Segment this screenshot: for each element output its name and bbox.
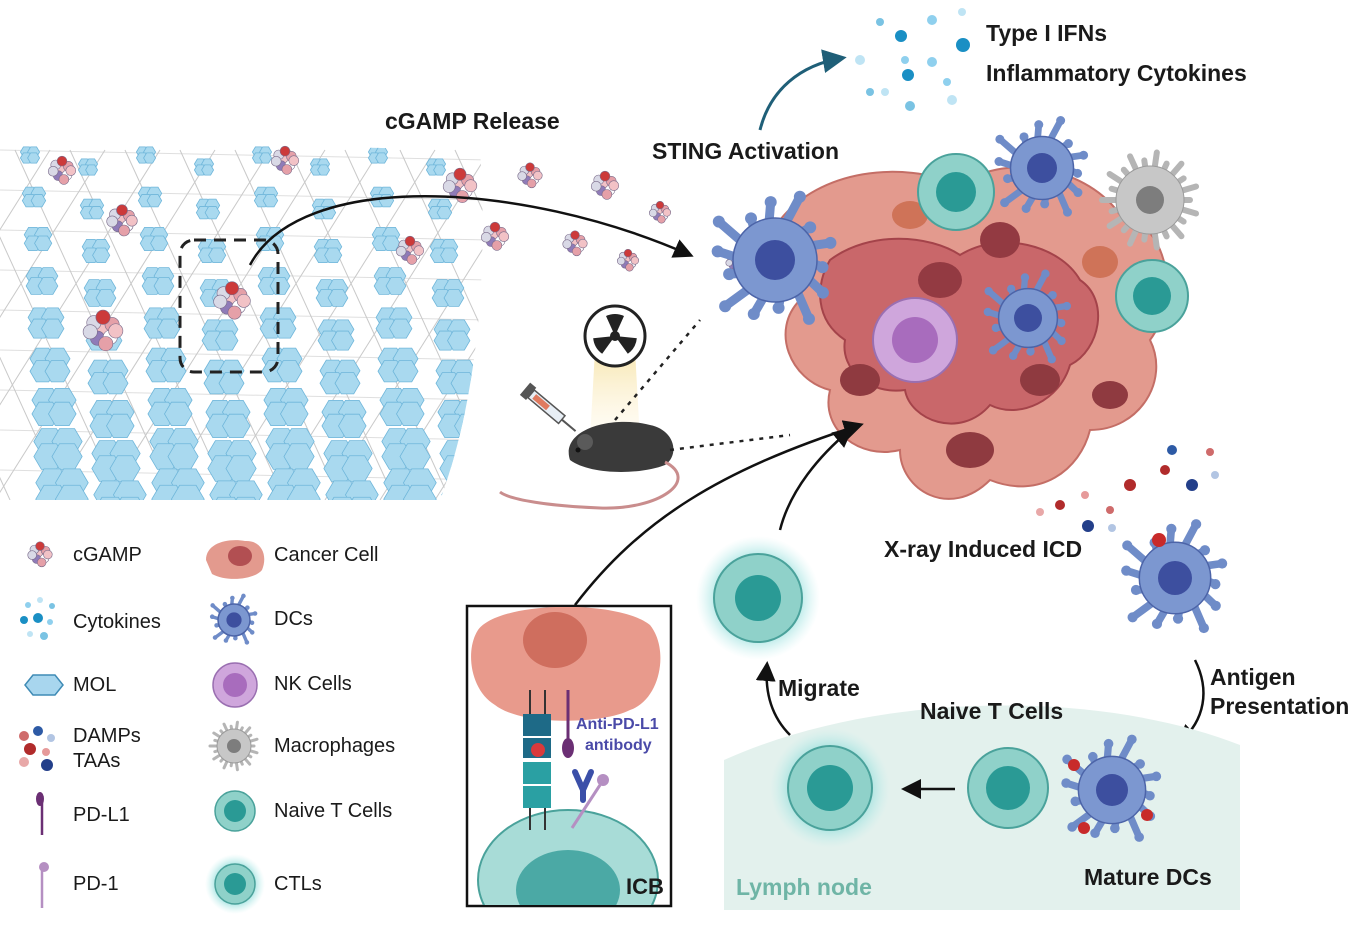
lymph-node-label: Lymph node	[736, 874, 872, 900]
icb-to-tumor-arrow	[574, 420, 864, 606]
mature-dcs-label: Mature DCs	[1084, 864, 1212, 890]
mol-lattice	[0, 145, 510, 500]
legend-label-cgamp: cGAMP	[73, 544, 142, 566]
legend-label-cytokines: Cytokines	[73, 611, 161, 633]
cgamp-release-label: cGAMP Release	[385, 108, 560, 134]
dc-cell	[1121, 519, 1228, 634]
sting-activation-arrow	[758, 49, 847, 131]
tumor-macrophage	[1099, 149, 1200, 251]
radiation-icon	[583, 304, 647, 368]
xray-icd-label: X-ray Induced ICD	[884, 536, 1083, 562]
legend-dc-icon	[209, 593, 258, 645]
sting-activation-label: STING Activation	[652, 138, 839, 164]
legend-ctl-icon	[205, 854, 265, 914]
type1-ifns-label: Type I IFNs	[986, 20, 1107, 46]
tumor-dc-top	[994, 116, 1089, 217]
migrating-ctl	[696, 536, 820, 660]
cgamp-highlight-box	[178, 238, 280, 374]
legend-mol-icon	[24, 674, 64, 696]
free-cgamp-molecules	[517, 162, 745, 272]
dc-cell	[1061, 734, 1162, 842]
legend-naive-t-icon	[214, 790, 256, 832]
tumor-dc	[711, 190, 837, 325]
icb-label: ICB	[626, 874, 664, 899]
inflammatory-cytokines-label: Inflammatory Cytokines	[986, 60, 1247, 86]
dotted-line-upper	[614, 319, 701, 421]
dc-cell	[209, 593, 258, 645]
legend-label-taas: TAAs	[73, 750, 121, 772]
legend-label-naive-t: Naive T Cells	[274, 800, 393, 822]
legend-nk-icon	[212, 662, 258, 708]
presentation-label: Presentation	[1210, 693, 1350, 719]
cytokine-cloud	[855, 8, 970, 111]
dc-cell	[994, 116, 1089, 217]
legend-macrophage-icon	[208, 720, 259, 772]
legend-label-macrophages: Macrophages	[274, 735, 396, 757]
antigen-dc	[1121, 519, 1228, 634]
cgamp-release-arrow	[248, 195, 694, 266]
legend-label-pdl1: PD-L1	[73, 804, 130, 826]
naive-t-cells-label: Naive T Cells	[920, 698, 1064, 724]
legend-cgamp-icon	[27, 541, 53, 568]
legend-label-dcs: DCs	[274, 608, 313, 630]
lymph-ctl	[770, 728, 890, 848]
anti-pdl1-label-line1: Anti-PD-L1	[576, 716, 659, 733]
legend-pdl1-icon	[36, 792, 44, 835]
dc-cell	[711, 190, 837, 325]
radiation-beam	[590, 350, 640, 440]
mouse	[499, 421, 680, 510]
ctl-to-tumor-arrow	[778, 427, 854, 531]
migrate-arrow	[755, 661, 791, 736]
legend-pd1-icon	[39, 862, 49, 908]
legend-cancer-icon	[206, 540, 265, 579]
tumor-t-cell-right	[1115, 259, 1189, 333]
antigen-label: Antigen	[1210, 664, 1296, 690]
legend-label-pd1: PD-1	[73, 873, 119, 895]
legend-label-mol: MOL	[73, 674, 117, 696]
legend-label-cancer: Cancer Cell	[274, 544, 379, 566]
lattice-cgamp-molecules	[47, 145, 510, 352]
tumor-mass	[770, 166, 1219, 532]
dotted-line-lower	[669, 433, 791, 452]
legend-label-damps: DAMPs	[73, 725, 141, 747]
icb-panel	[465, 604, 673, 908]
legend-cytokines-icon	[20, 597, 55, 640]
legend-label-nk: NK Cells	[274, 673, 352, 695]
anti-pdl1-label-line2: antibody	[585, 737, 652, 754]
tumor-t-cell-top	[917, 153, 995, 231]
syringe	[519, 382, 577, 432]
legend-damps-icon	[19, 726, 55, 771]
legend-label-ctls: CTLs	[274, 873, 322, 895]
tumor-dc-mid	[983, 269, 1072, 364]
tumor-nk-cell	[872, 297, 958, 383]
lymph-naive-t-cell	[967, 747, 1049, 829]
migrate-label: Migrate	[778, 675, 860, 701]
mol-clusters	[19, 146, 483, 500]
mature-dc	[1061, 734, 1162, 842]
damp-dots	[1036, 445, 1219, 532]
legend-icons	[19, 540, 265, 914]
dc-cell	[983, 269, 1072, 364]
